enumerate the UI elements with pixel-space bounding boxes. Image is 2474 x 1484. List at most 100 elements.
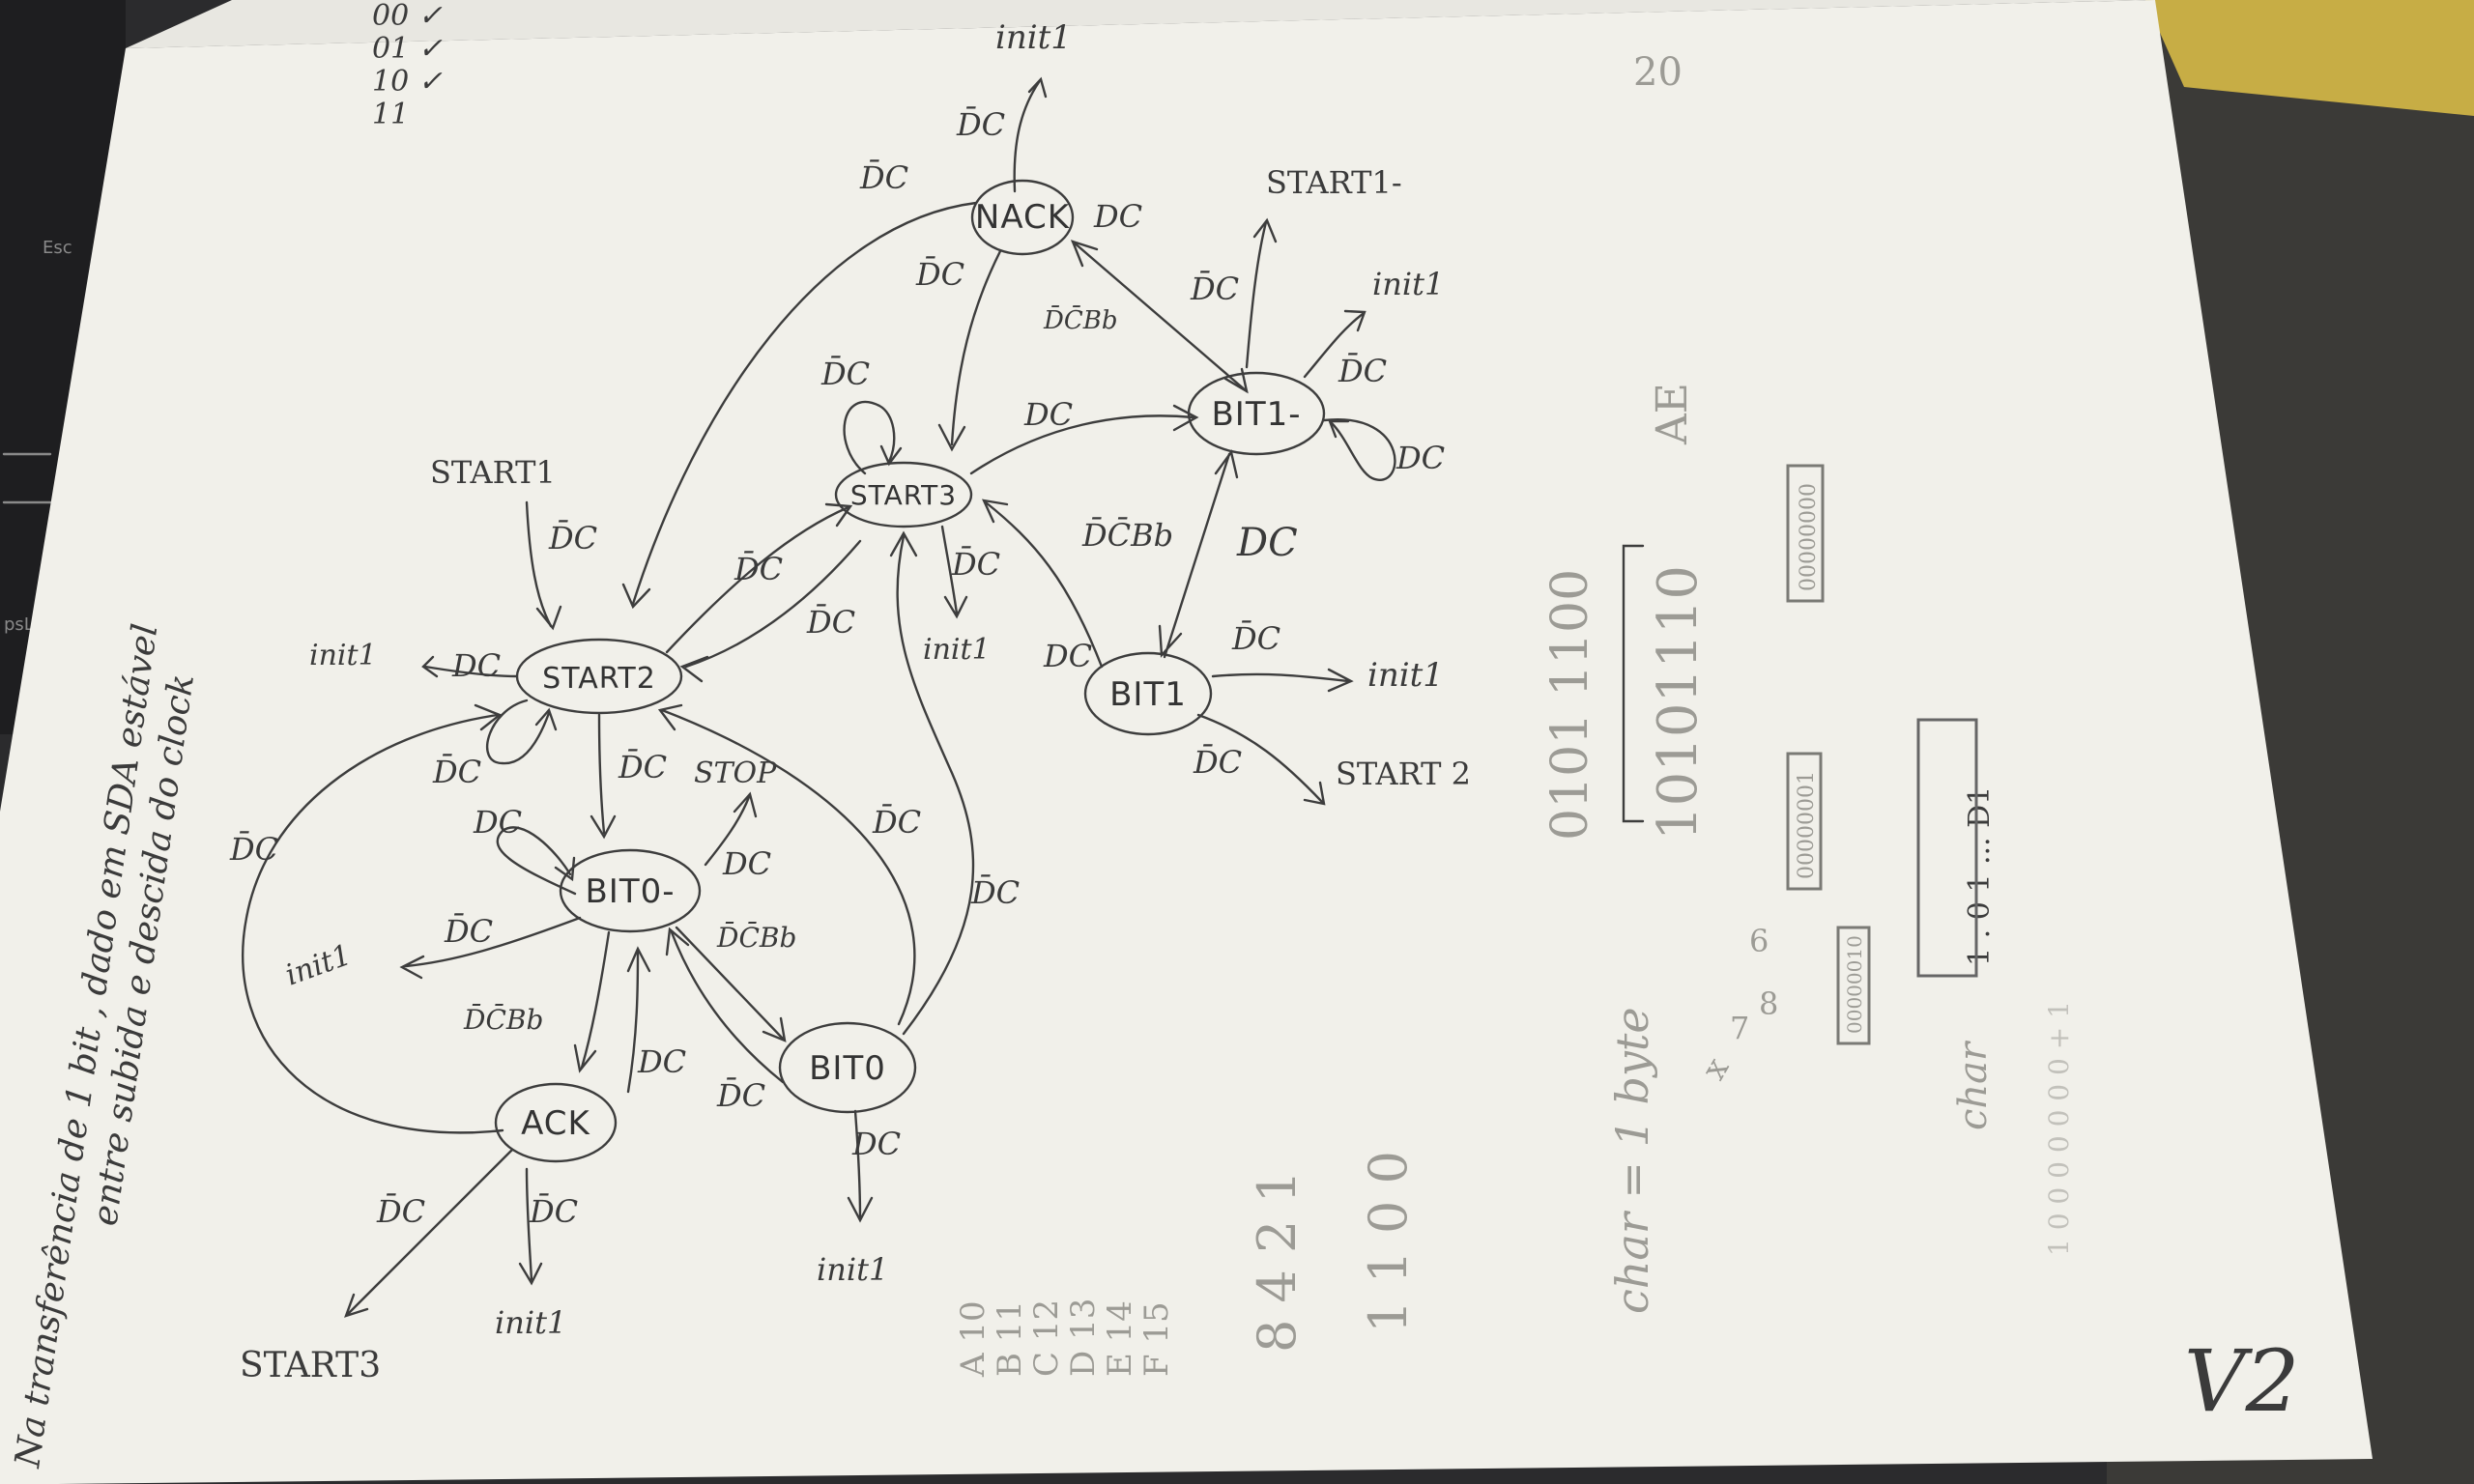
edge-label: DC — [1023, 396, 1073, 433]
edge-start2-start3 — [665, 505, 850, 654]
arrowhead — [554, 856, 576, 882]
caps-key-label: psL — [4, 614, 34, 635]
terminal-init1: init1 — [1372, 266, 1444, 302]
edge-label: D̄C — [1231, 620, 1280, 657]
node-start2: START2 — [515, 638, 683, 715]
arrowhead — [399, 955, 425, 980]
edge-label: D̄C̄Bb — [1081, 517, 1173, 554]
edge-start3-init1 — [940, 525, 959, 615]
arrowhead — [518, 1262, 543, 1286]
nibbles-text: 0101 1100 — [1541, 569, 1599, 841]
edge-label: D̄C — [970, 874, 1020, 911]
edge-ack-start2 — [242, 713, 504, 1134]
edge-start2-init1 — [423, 665, 519, 678]
arrowhead — [621, 583, 651, 610]
paper-shadow-top — [126, 0, 2155, 48]
node-label: BIT0- — [585, 872, 675, 911]
bit-box — [1786, 752, 1823, 891]
edge-label: D̄C̄Bb — [463, 1003, 543, 1036]
edge-bit0m-ack — [580, 930, 611, 1070]
node-ack: ACK — [494, 1082, 618, 1163]
edge-bit0m-bit0 — [675, 926, 785, 1041]
edge-label: D̄C — [432, 754, 481, 790]
node-bit1: BIT1 — [1083, 651, 1213, 736]
edge-ack-init1 — [525, 1167, 533, 1282]
bit-box-text: 00000000 — [1797, 483, 1821, 591]
faint-binary: 1 0 0 0 0 0 0 0 + 1 — [2043, 1001, 2075, 1256]
edge-label: D̄C — [1338, 353, 1387, 389]
edge-bit0-bit0m — [670, 930, 785, 1084]
node-bit0-minus: BIT0- — [559, 848, 702, 933]
arrowhead — [824, 502, 853, 528]
edge-label: D̄C — [1193, 744, 1242, 781]
bit-box — [1786, 464, 1825, 603]
edge-bit0m-init1 — [404, 916, 582, 968]
hex-row: D 13 — [1064, 1298, 1103, 1377]
hex-row: F 15 — [1137, 1301, 1176, 1377]
hex-row: A 10 — [954, 1300, 992, 1378]
char-label: char — [1951, 1040, 1996, 1130]
arrowhead — [1252, 217, 1278, 243]
hex-row: C 12 — [1027, 1299, 1066, 1377]
version-mark: V2 — [2184, 1331, 2300, 1431]
arrowhead — [937, 423, 966, 452]
edge-bit1-bit1m — [1163, 452, 1231, 659]
edge-label: D̄C — [229, 831, 278, 868]
terminal-start1-minus: START1- — [1266, 164, 1402, 201]
node-start3: START3 — [834, 461, 973, 528]
terminal-start2: START 2 — [1336, 756, 1471, 792]
edge-label: D̄C̄Bb — [716, 921, 796, 954]
edge-label: D̄C — [444, 913, 493, 950]
edge-label: DC — [722, 845, 771, 882]
edge-label: DC — [1395, 440, 1445, 476]
edge-label: DC — [637, 1043, 686, 1080]
arrowhead — [943, 595, 968, 619]
paper-sheet — [0, 0, 2373, 1484]
arrowhead — [733, 791, 758, 818]
terminal-start3: START3 — [240, 1346, 381, 1385]
state-nodes: NACK BIT1- START3 START2 BIT1 BIT0- — [494, 179, 1326, 1163]
binary-list-item: 00 ✓ — [372, 0, 443, 33]
arrowhead — [981, 499, 1009, 524]
edge-label: D̄C — [859, 159, 908, 196]
node-bit0: BIT0 — [778, 1021, 917, 1114]
edge-label: D̄C̄Bb — [1043, 304, 1118, 335]
hex-table: A 10 B 11 C 12 D 13 E 14 F 15 8 4 2 1 1 … — [954, 1151, 1419, 1378]
terminal-init1: init1 — [309, 639, 377, 672]
edge-label: D̄C — [734, 551, 783, 587]
binary-list-item: 10 ✓ — [372, 65, 443, 99]
edge-bit1m-start1m — [1245, 220, 1268, 369]
bit-sequence-box — [1916, 718, 1978, 978]
state-machine-diagram: NACK BIT1- START3 START2 BIT1 BIT0- — [229, 18, 1471, 1385]
terminal-init1: init1 — [1367, 656, 1444, 695]
edge-bit1-start2 — [1196, 713, 1324, 804]
hex-ae: AE — [1648, 383, 1697, 445]
edge-bit0-start2 — [660, 708, 916, 1026]
arrowhead — [1223, 367, 1249, 394]
arrowhead — [1328, 419, 1350, 439]
edge-start3-bit1m — [969, 414, 1195, 475]
edge-label: DC — [851, 1126, 901, 1162]
edge-bit0-start3 — [896, 534, 975, 1036]
node-label: BIT1 — [1109, 675, 1187, 714]
binary-row: 10101110 — [1647, 565, 1710, 841]
arrowhead — [626, 946, 651, 973]
edge-nack-start3 — [950, 249, 1002, 446]
edge-bit1-start3 — [984, 500, 1104, 669]
terminal-labels: init1 START1- init1 START1 init1 init1 i… — [240, 18, 1471, 1385]
edge-label: DC — [1093, 198, 1142, 235]
hex-row: B 11 — [991, 1300, 1029, 1377]
edge-bit0m-stop — [704, 795, 751, 867]
edge-ack-start3 — [346, 1148, 514, 1316]
edge-start1-start2 — [525, 500, 553, 628]
node-label: START2 — [542, 662, 656, 696]
edge-label: DC — [1236, 521, 1298, 565]
misc-8: 8 — [1759, 985, 1778, 1022]
bit-weights: 8 4 2 1 — [1247, 1170, 1308, 1353]
terminal-start1: START1 — [430, 454, 556, 491]
edge-nack-init1 — [1013, 80, 1041, 193]
arrowhead — [573, 1043, 597, 1073]
edge-label: DC — [451, 647, 501, 684]
terminal-init1: init1 — [817, 1251, 888, 1288]
